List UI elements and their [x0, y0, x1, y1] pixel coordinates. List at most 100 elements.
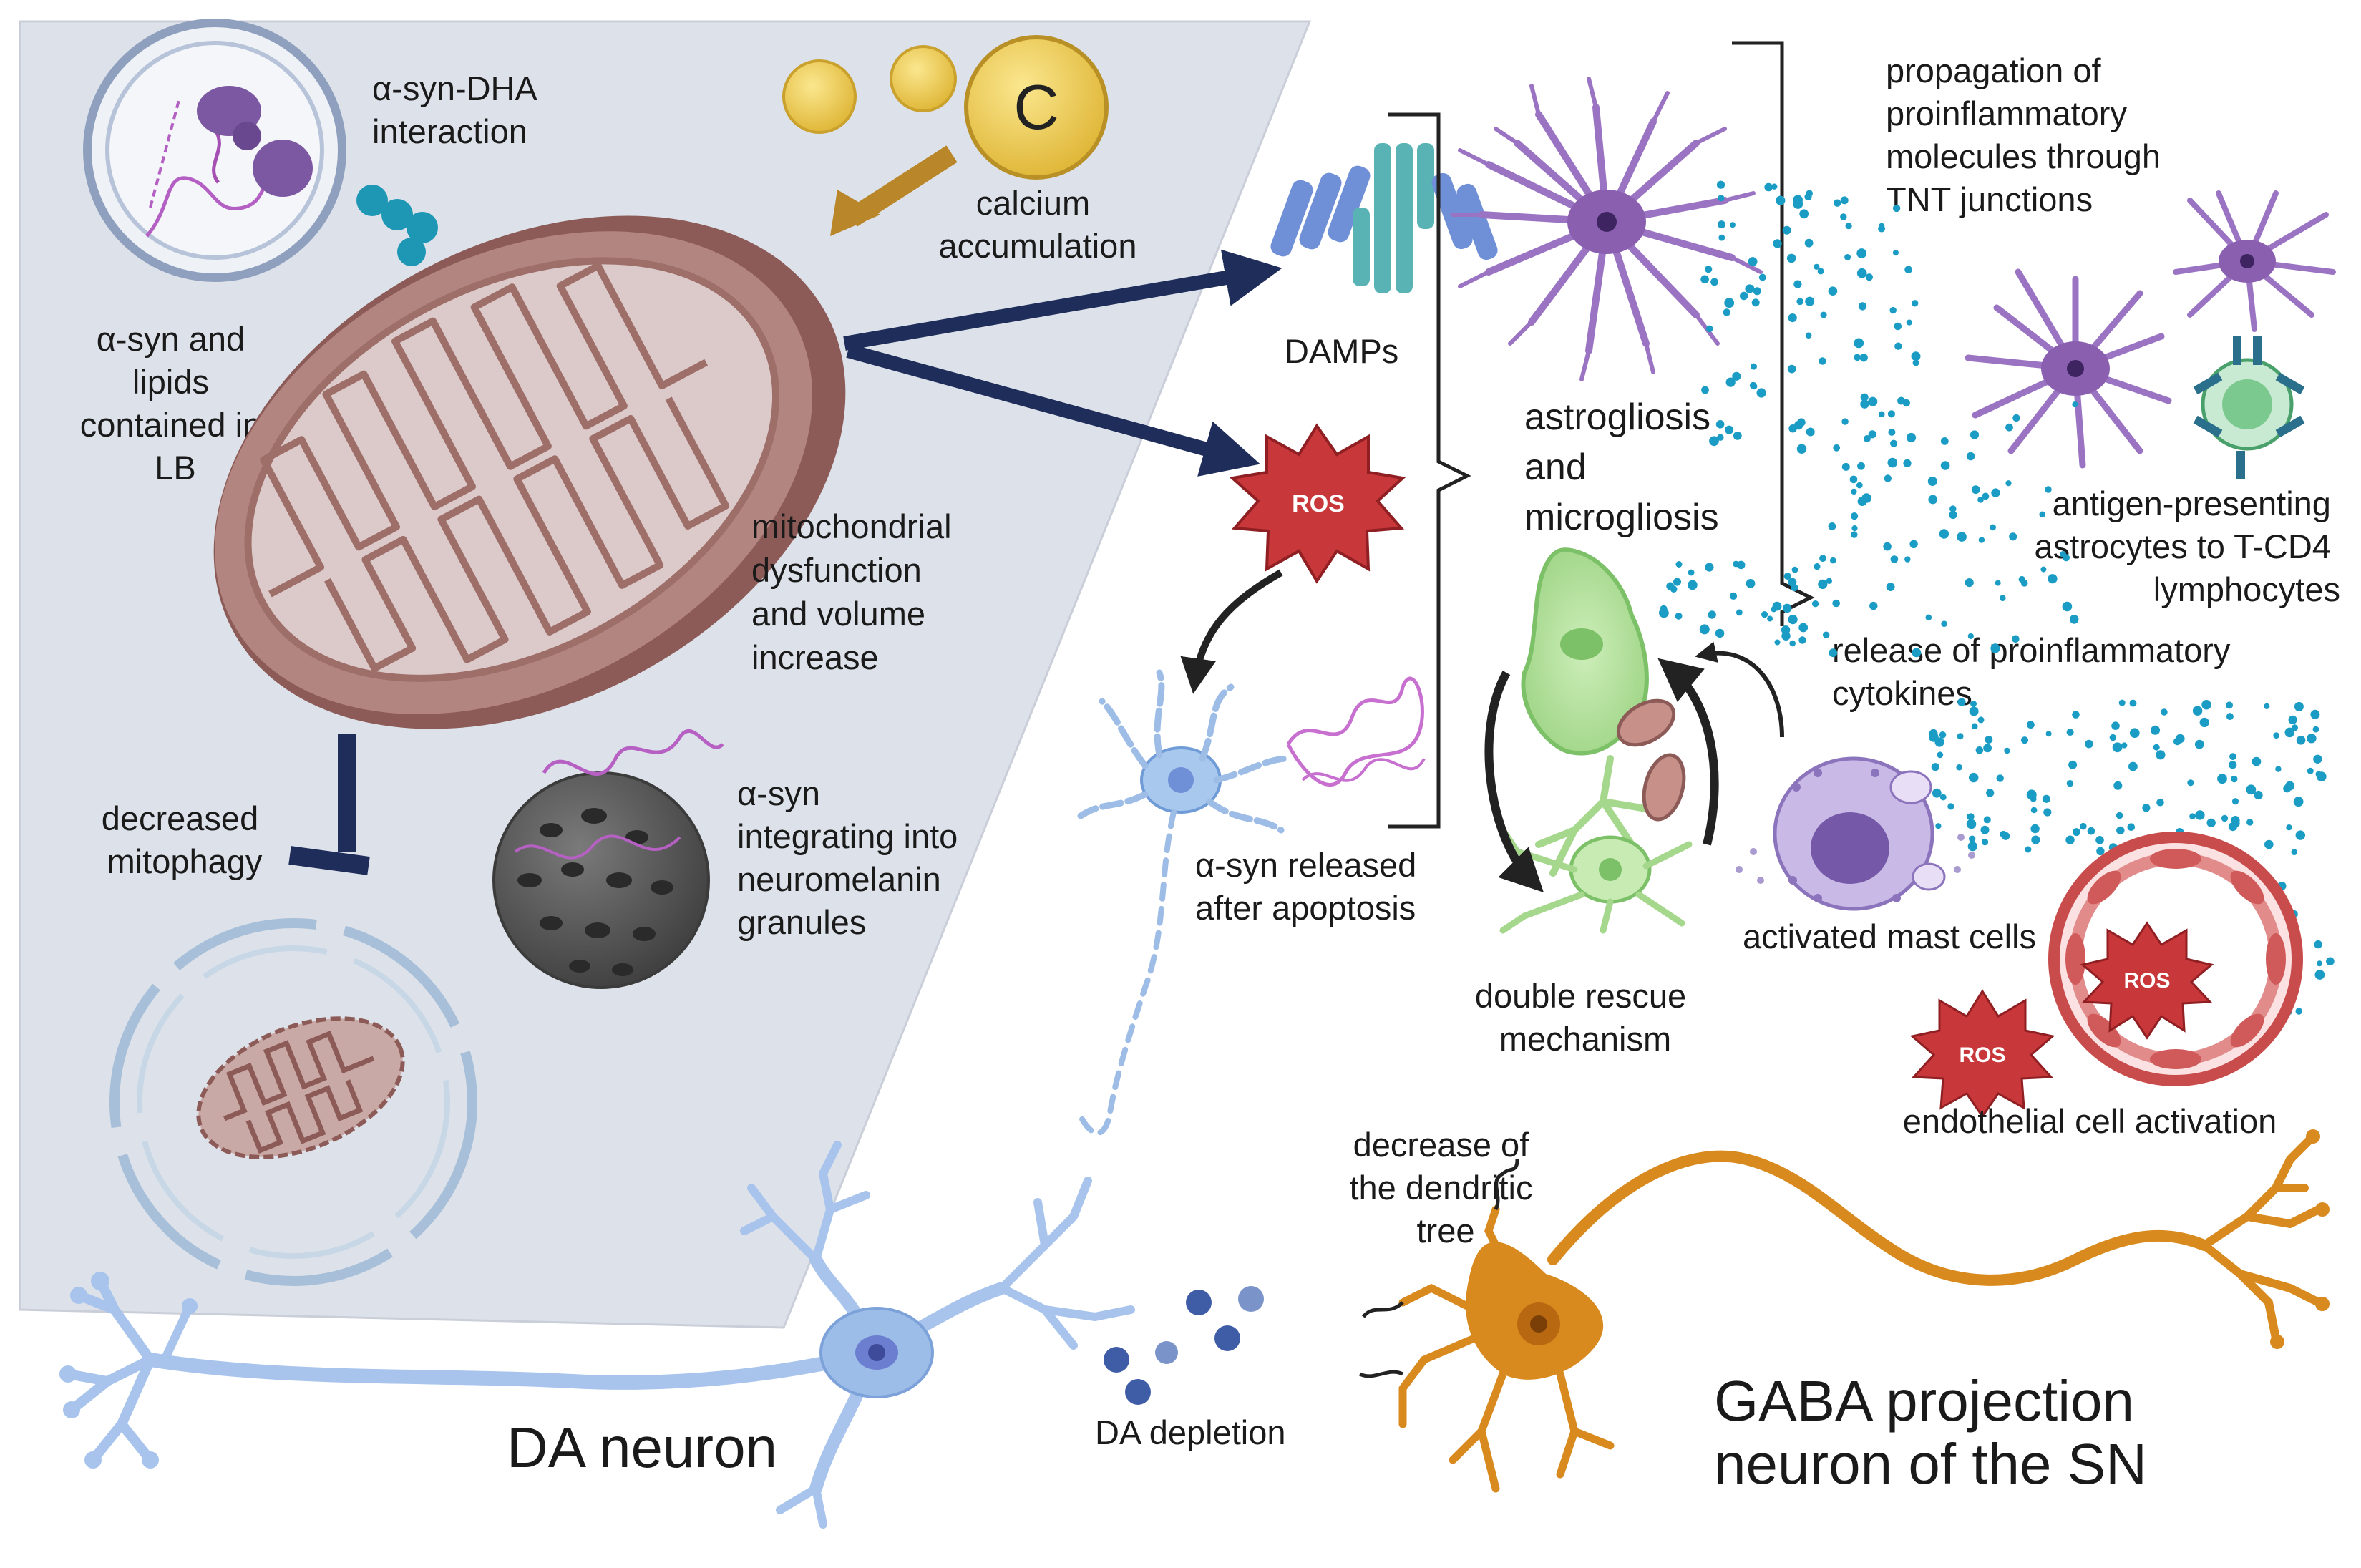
cytokine-dot: [1849, 475, 1858, 484]
cytokine-dot: [1971, 723, 1978, 730]
cytokine-dot: [2113, 781, 2123, 790]
cytokine-dot: [1814, 563, 1821, 570]
cytokine-dot: [1854, 338, 1864, 349]
da-neuron-icon: [59, 1141, 1135, 1529]
cytokine-dot: [1860, 399, 1869, 409]
cytokine-dot: [1776, 195, 1786, 205]
cytokine-dot: [2039, 511, 2045, 518]
cytokine-dot: [1675, 561, 1683, 568]
cytokine-dot: [1787, 364, 1796, 374]
cytokine-dot: [1709, 436, 1719, 447]
cytokine-dot: [1659, 608, 1669, 618]
cytokine-dot: [1939, 529, 1949, 539]
cytokine-dot: [1971, 485, 1980, 495]
cytokine-dot: [1935, 823, 1942, 829]
cytokine-dot: [1705, 563, 1714, 572]
cytokine-dot: [1814, 263, 1820, 270]
ros-vessel-label: ROS: [2123, 969, 2170, 993]
gliosis-label: astrogliosis and microgliosis: [1524, 396, 1721, 538]
cytokine-dot: [1975, 746, 1984, 754]
cytokine-dot: [1981, 838, 1989, 846]
cytokine-dots: [1659, 180, 2335, 1016]
cytokine-dot: [1828, 522, 1836, 530]
cytokine-dot: [2229, 753, 2236, 761]
cytokine-dot: [1736, 609, 1743, 616]
cytokine-dot: [1740, 291, 1748, 301]
cytokine-dot: [1957, 532, 1967, 542]
cytokine-dot: [1788, 424, 1797, 433]
cytokine-dot: [1771, 183, 1778, 190]
cytokine-dot: [2072, 711, 2080, 719]
cytokine-dot: [1805, 332, 1812, 339]
propagation-line-1: propagation of: [1886, 52, 2101, 89]
cytokine-dot: [1978, 537, 1985, 543]
asyn-neuromelanin-label: α-syn integrating into neuromelanin gran…: [737, 774, 967, 941]
cytokine-dot: [2118, 699, 2126, 706]
cytokine-dot: [2231, 798, 2239, 805]
cytokine-dot: [1969, 706, 1979, 716]
cytokine-dot: [2312, 726, 2319, 733]
cytokine-dot: [1912, 648, 1922, 658]
antigen-line-1: antigen-presenting: [2053, 484, 2331, 522]
cytokine-dot: [1894, 342, 1902, 350]
cytokine-dot: [1856, 482, 1863, 489]
cytokine-dot: [2187, 779, 2194, 787]
cytokine-dot: [2112, 742, 2123, 753]
cytokine-dot: [1995, 580, 2001, 586]
cytokine-dot: [1788, 615, 1798, 625]
cytokine-dot: [1828, 286, 1838, 296]
cytokine-dot: [1833, 444, 1841, 452]
cytokine-dot: [1749, 381, 1757, 389]
cytokine-dot: [2156, 750, 2166, 760]
cytokine-dot: [2066, 729, 2074, 736]
cytokine-dot: [1829, 648, 1838, 658]
cytokine-dot: [1845, 223, 1852, 230]
propagation-line-2: proinflammatory: [1886, 94, 2127, 132]
mast-cells-label: activated mast cells: [1743, 917, 2036, 955]
asyn-neuromelanin-line-1: α-syn: [737, 774, 820, 812]
released-asyn-icon: [1286, 676, 1426, 787]
cytokine-dot: [2284, 727, 2295, 738]
cytokine-dot: [1970, 701, 1977, 707]
cytokine-dot: [2129, 699, 2137, 707]
cytokine-dot: [2116, 826, 2125, 835]
cytokine-dot: [1804, 193, 1812, 201]
cytokine-dot: [1869, 601, 1878, 610]
cytokine-dot: [2285, 781, 2295, 791]
cytokine-dot: [1673, 578, 1681, 586]
cytokine-dot: [2095, 836, 2104, 844]
cytokine-dot: [1957, 698, 1966, 706]
cytokine-dot: [1774, 639, 1781, 646]
cytokine-dot: [1715, 628, 1725, 638]
mito-dysfunction-line-3: and volume: [751, 595, 925, 633]
cytokine-dot: [2087, 827, 2095, 835]
cytokine-dot: [2031, 835, 2040, 844]
cytokine-dot: [2326, 957, 2335, 966]
mitophagy-label: decreased mitophagy: [102, 799, 268, 880]
cytokine-dot: [1789, 640, 1796, 647]
cytokine-dot: [2045, 731, 2052, 737]
cytokine-dot: [2005, 423, 2013, 432]
asyn-lipids-line-1: α-syn and: [97, 320, 245, 358]
cytokine-dot: [2065, 835, 2075, 844]
cytokine-dot: [1931, 763, 1939, 771]
cytokine-dot: [2096, 847, 2105, 856]
cytokine-dot: [2151, 725, 2161, 735]
damps-label: DAMPs: [1285, 332, 1398, 370]
cytokine-dot: [1748, 285, 1755, 291]
cytokine-dot: [2176, 734, 2185, 744]
cytokine-dot: [2275, 766, 2282, 772]
cytokine-dot: [1786, 253, 1796, 263]
cytokine-dot: [1826, 578, 1832, 584]
cytokine-dot: [1982, 492, 1990, 500]
cytokine-dot: [2273, 732, 2280, 739]
cytokine-dot: [1844, 254, 1851, 260]
cytokine-dot: [2142, 804, 2151, 812]
cytokine-dot: [2018, 575, 2025, 583]
calcium-arrow: [830, 145, 958, 236]
calcium-line-2: accumulation: [939, 227, 1137, 265]
calcium-ion-icon: C: [782, 35, 1109, 180]
cytokine-dot: [1804, 238, 1814, 248]
cytokine-dot: [1934, 737, 1944, 747]
cytokine-dot: [2288, 715, 2297, 724]
